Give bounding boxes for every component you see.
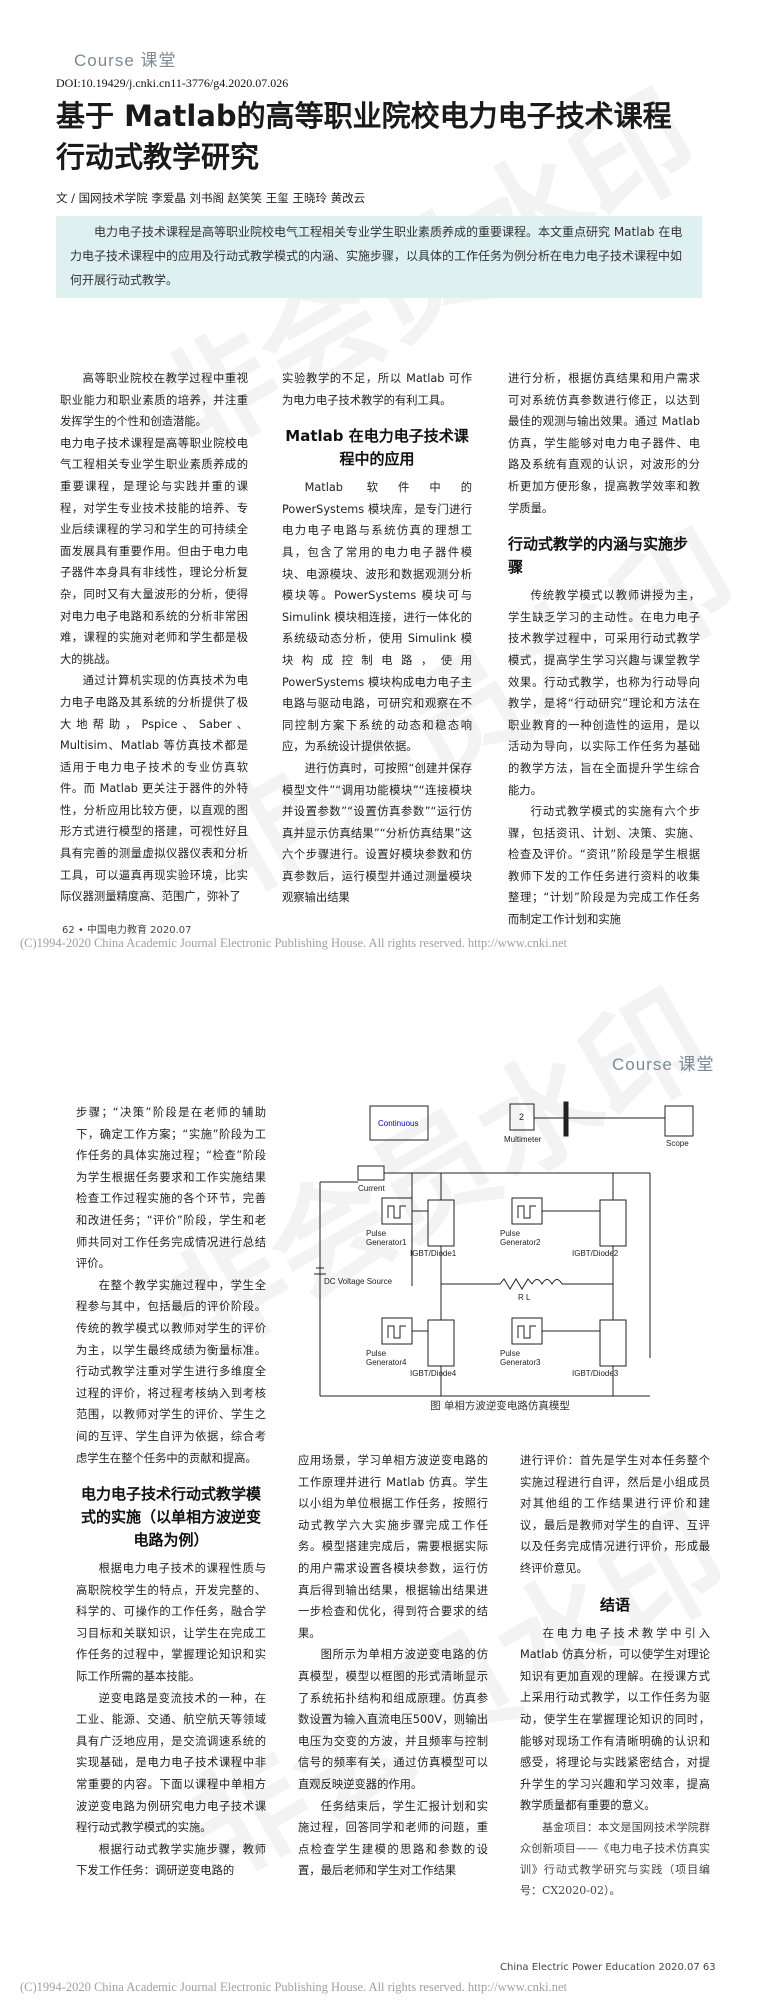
title-line-1: 基于 Matlab的高等职业院校电力电子技术课程 — [56, 99, 672, 133]
paragraph: 进行分析，根据仿真结果和用户需求可对系统仿真参数进行修正，以达到最佳的观测与输出… — [508, 372, 700, 515]
circuit-diagram: Continuous 2 Multimeter Scope Current DC… — [314, 1101, 694, 1397]
resistor — [499, 1278, 533, 1290]
paragraph: 根据电力电子技术的课程性质与高职院校学生的特点，开发完整的、科学的、可操作的工作… — [76, 1562, 266, 1684]
current-label: Current — [358, 1184, 385, 1193]
scope-block — [664, 1105, 694, 1137]
page-number: 62 • 中国电力教育 2020.07 — [62, 925, 192, 936]
pulse-generator-1 — [381, 1197, 413, 1225]
figure-caption: 图 单相方波逆变电路仿真模型 — [430, 1400, 570, 1412]
igbt-1 — [427, 1199, 455, 1247]
continuous-block — [369, 1105, 429, 1141]
pulse-icon — [517, 1325, 536, 1339]
doi: DOI:10.19429/j.cnki.cn11-3776/g4.2020.07… — [56, 76, 289, 90]
igbt-2 — [599, 1199, 627, 1247]
column-3: 进行分析，根据仿真结果和用户需求可对系统仿真参数进行修正，以达到最佳的观测与输出… — [508, 368, 700, 931]
copyright-footer: (C)1994-2020 China Academic Journal Elec… — [20, 936, 568, 950]
page-one: 非会员水印 非会员水印 Course 课堂 DOI:10.19429/j.cnk… — [0, 0, 774, 1000]
igbt-3-label: IGBT/Diode3 — [572, 1369, 619, 1378]
paragraph: 进行评价：首先是学生对本任务整个实施过程进行自评，然后是小组成员对其他组的工作结… — [520, 1454, 710, 1575]
simulation-figure: Continuous 2 Multimeter Scope Current DC… — [300, 1096, 700, 1416]
multimeter-label: Multimeter — [504, 1135, 542, 1144]
pulse-icon — [387, 1205, 406, 1219]
paragraph: 根据行动式教学实施步骤，教师下发工作任务：调研逆变电路的 — [76, 1842, 266, 1878]
pulse-icon — [387, 1325, 406, 1339]
paragraph: 传统教学模式以教师讲授为主，学生缺乏学习的主动性。在电力电子技术教学过程中，可采… — [508, 589, 700, 797]
column-1: 高等职业院校在教学过程中重视职业能力和职业素质的培养，并注重发挥学生的个性和创造… — [60, 368, 248, 908]
section-heading: 电力电子技术行动式教学模式的实施（以单相方波逆变电路为例） — [80, 1485, 261, 1550]
paragraph: 电力电子技术课程是高等职业院校电气工程相关专业学生职业素质养成的重要课程，是理论… — [60, 436, 248, 666]
paragraph: 图所示为单相方波逆变电路的仿真模型，模型以框图的形式清晰显示了系统拓扑结构和组成… — [298, 1648, 488, 1791]
page-two: 非会员水印 非会员水印 Course 课堂 步骤；“决策”阶段是在老师的辅助下，… — [0, 967, 774, 2002]
paragraph: 应用场景，学习单相方波逆变电路的工作原理并进行 Matlab 仿真。学生以小组为… — [298, 1454, 488, 1640]
paragraph: 任务结束后，学生汇报计划和实施过程，回答同学和老师的问题，重点检查学生建模的思路… — [298, 1799, 488, 1878]
multimeter-value: 2 — [519, 1112, 524, 1122]
fund-note: 基金项目：本文是国网技术学院群众创新项目——《电力电子技术仿真实训》行动式教学研… — [520, 1820, 710, 1897]
section-heading: 行动式教学的内涵与实施步骤 — [508, 535, 689, 577]
title-line-2: 行动式教学研究 — [56, 140, 260, 174]
paragraph: Matlab 软件中的 PowerSystems 模块库，是专门进行电力电子电路… — [282, 481, 472, 754]
paragraph: 实验教学的不足，所以 Matlab 可作为电力电子技术教学的有利工具。 — [282, 372, 472, 407]
paragraph: 高等职业院校在教学过程中重视职业能力和职业素质的培养，并注重发挥学生的个性和创造… — [60, 372, 248, 429]
paragraph: 步骤；“决策”阶段是在老师的辅助下，确定工作方案；“实施”阶段为工作任务的具体实… — [76, 1106, 266, 1271]
paragraph: 进行仿真时，可按照“创建并保存模型文件”“调用功能模块”“连接模块并设置参数”“… — [282, 761, 472, 905]
paragraph: 通过计算机实现的仿真技术为电力电子电路及其系统的分析提供了极大地帮助，Pspic… — [60, 674, 248, 904]
paragraph: 在整个教学实施过程中，学生全程参与其中，包括最后的评价阶段。传统的教学模式以教师… — [76, 1278, 266, 1465]
paragraph: 行动式教学模式的实施有六个步骤，包括资讯、计划、决策、实施、检查及评价。“资讯”… — [508, 805, 700, 927]
mux-block — [563, 1101, 569, 1137]
multimeter-block — [509, 1103, 535, 1131]
pulse-icon — [517, 1205, 536, 1219]
igbt-4 — [427, 1319, 455, 1367]
paragraph: 在电力电子技术教学中引入 Matlab 仿真分析，可以使学生对理论知识有更加直观… — [520, 1626, 710, 1813]
article-title: 基于 Matlab的高等职业院校电力电子技术课程 行动式教学研究 — [56, 96, 736, 178]
section-heading: Matlab 在电力电子技术课程中的应用 — [285, 427, 469, 469]
column-2: 实验教学的不足，所以 Matlab 可作为电力电子技术教学的有利工具。 Matl… — [282, 368, 472, 909]
igbt-4-label: IGBT/Diode4 — [410, 1369, 457, 1378]
pulse-generator-2 — [511, 1197, 543, 1225]
section-heading: 结语 — [599, 1595, 630, 1614]
inductor — [531, 1279, 563, 1286]
section-header: Course 课堂 — [612, 1055, 715, 1074]
column-1: 步骤；“决策”阶段是在老师的辅助下，确定工作方案；“实施”阶段为工作任务的具体实… — [76, 1102, 266, 1882]
column-3: 进行评价：首先是学生对本任务整个实施过程进行自评，然后是小组成员对其他组的工作结… — [520, 1450, 710, 1901]
section-header: Course 课堂 — [74, 51, 177, 70]
pulse-generator-3 — [511, 1317, 543, 1345]
igbt-3 — [599, 1319, 627, 1367]
copyright-footer: (C)1994-2020 China Academic Journal Elec… — [20, 1980, 568, 1994]
current-block — [357, 1165, 385, 1181]
column-2: 应用场景，学习单相方波逆变电路的工作原理并进行 Matlab 仿真。学生以小组为… — [298, 1450, 488, 1882]
pulse-generator-4 — [381, 1317, 413, 1345]
scope-label: Scope — [666, 1139, 689, 1148]
authors: 文 / 国网技术学院 李爱晶 刘书阁 赵笑笑 王玺 王晓玲 黄改云 — [56, 191, 366, 205]
dc-source-label: DC Voltage Source — [324, 1277, 393, 1286]
igbt-2-label: IGBT/Diode2 — [572, 1249, 619, 1258]
paragraph: 逆变电路是变流技术的一种，在工业、能源、交通、航空航天等领域具有广泛地应用，是交… — [76, 1691, 266, 1835]
continuous-label: Continuous — [378, 1119, 418, 1128]
rl-label: R L — [518, 1293, 531, 1302]
page-number: China Electric Power Education 2020.07 6… — [500, 1962, 716, 1973]
igbt-1-label: IGBT/Diode1 — [410, 1249, 457, 1258]
abstract: 电力电子技术课程是高等职业院校电气工程相关专业学生职业素质养成的重要课程。本文重… — [56, 216, 702, 298]
